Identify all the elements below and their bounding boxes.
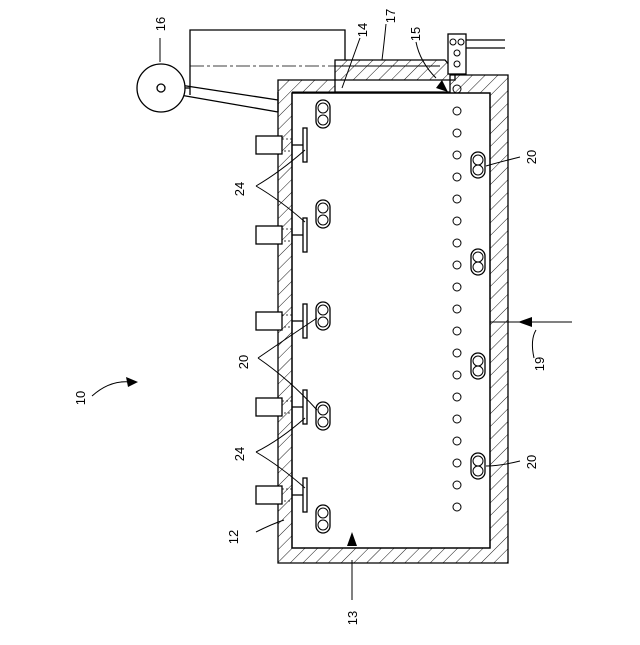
label-shaft-top: 24	[232, 182, 247, 196]
label-outlet: 15	[408, 27, 423, 41]
label-chamber: 13	[345, 611, 360, 625]
lid	[335, 60, 455, 80]
label-motor: 16	[153, 17, 168, 31]
label-top-part: 14	[355, 23, 370, 37]
label-wall: 12	[226, 530, 241, 544]
left-rollers	[316, 100, 330, 533]
label-shaft-bottom: 24	[232, 447, 247, 461]
motor-icon	[137, 64, 185, 112]
label-roller-left: 20	[236, 355, 251, 369]
label-lid: 17	[383, 9, 398, 23]
label-apparatus: 10	[73, 391, 88, 405]
right-rollers	[471, 152, 485, 479]
label-roller-right-top: 20	[524, 150, 539, 164]
label-roller-right-bottom: 20	[524, 455, 539, 469]
label-inlet: 19	[532, 357, 547, 371]
casing-wall	[278, 75, 508, 563]
nozzle-column	[453, 85, 461, 511]
